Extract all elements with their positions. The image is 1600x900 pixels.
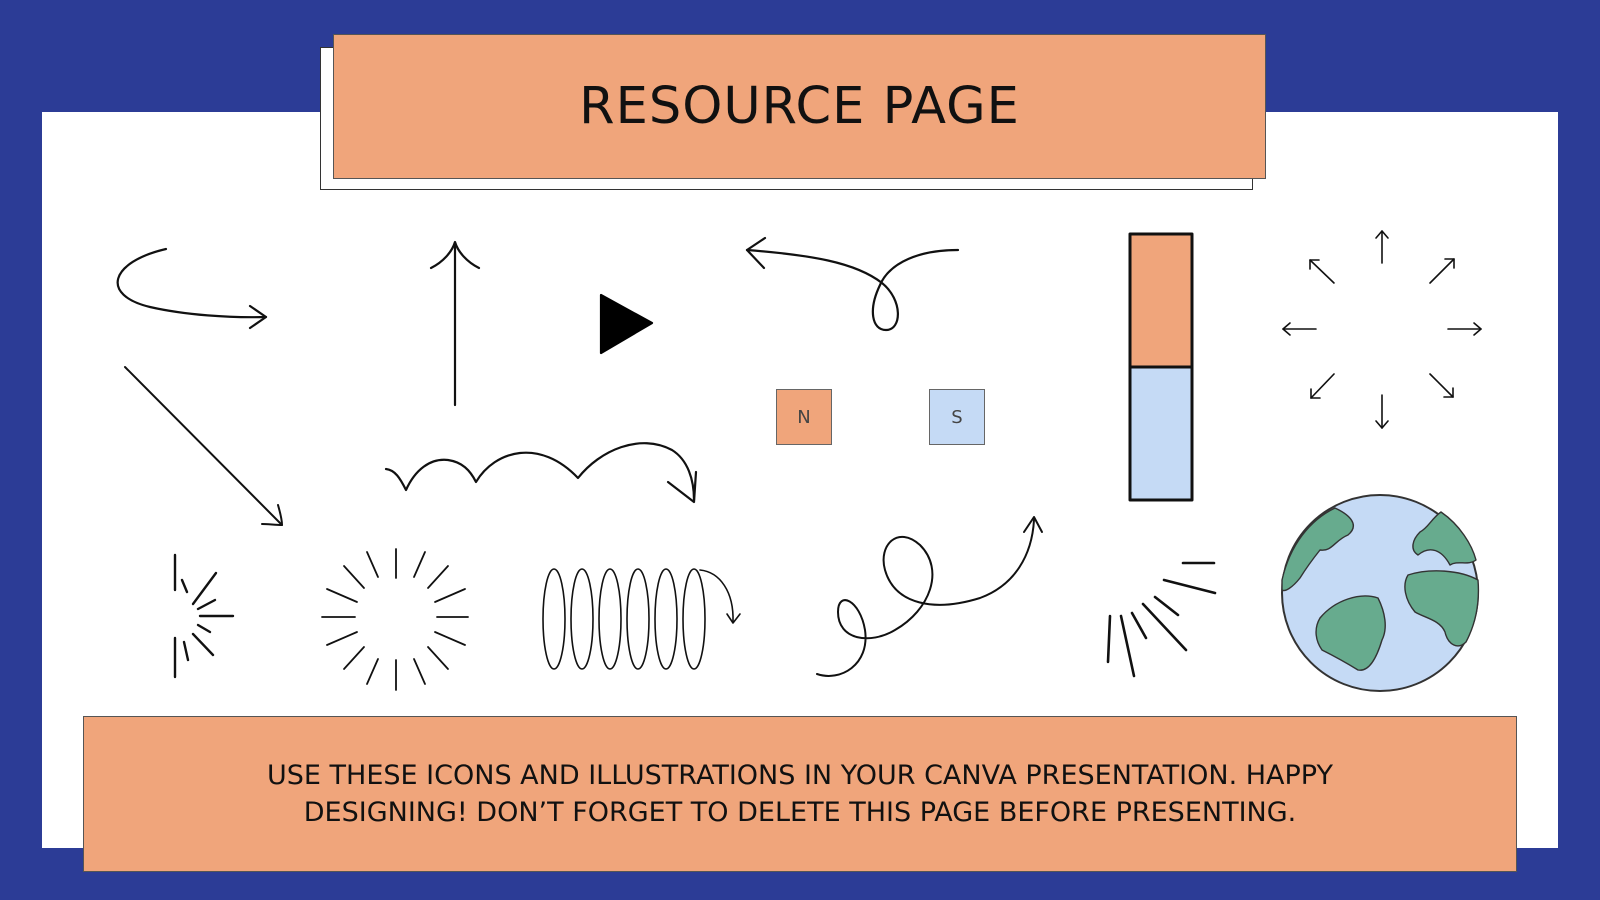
curved-arrow-icon: [116, 247, 268, 330]
footer-line-1: USE THESE ICONS AND ILLUSTRATIONS IN YOU…: [267, 760, 1333, 791]
compass-arrows-icon: [1282, 230, 1482, 429]
magnet-bar-icon: [1128, 232, 1194, 502]
footer-line-2: DESIGNING! DON’T FORGET TO DELETE THIS P…: [303, 797, 1297, 828]
play-icon: [599, 293, 654, 355]
magnet-south-label: S: [929, 389, 985, 445]
sunburst-icon: [321, 548, 469, 691]
swirl-arrow-icon: [816, 516, 1043, 677]
diagonal-arrow-icon: [124, 366, 283, 526]
page-title: RESOURCE PAGE: [579, 77, 1020, 136]
corner-burst-icon: [1106, 561, 1217, 678]
up-arrow-icon: [429, 240, 481, 407]
spring-arrow-icon: [542, 568, 741, 670]
magnet-north-label: N: [776, 389, 832, 445]
footer-text: USE THESE ICONS AND ILLUSTRATIONS IN YOU…: [225, 757, 1375, 831]
footer-banner: USE THESE ICONS AND ILLUSTRATIONS IN YOU…: [83, 716, 1517, 872]
loop-arrow-icon: [745, 236, 960, 332]
globe-icon: [1281, 494, 1480, 692]
bouncing-arrow-icon: [384, 442, 698, 504]
title-banner: RESOURCE PAGE: [333, 34, 1266, 179]
burst-half-icon: [173, 553, 235, 679]
